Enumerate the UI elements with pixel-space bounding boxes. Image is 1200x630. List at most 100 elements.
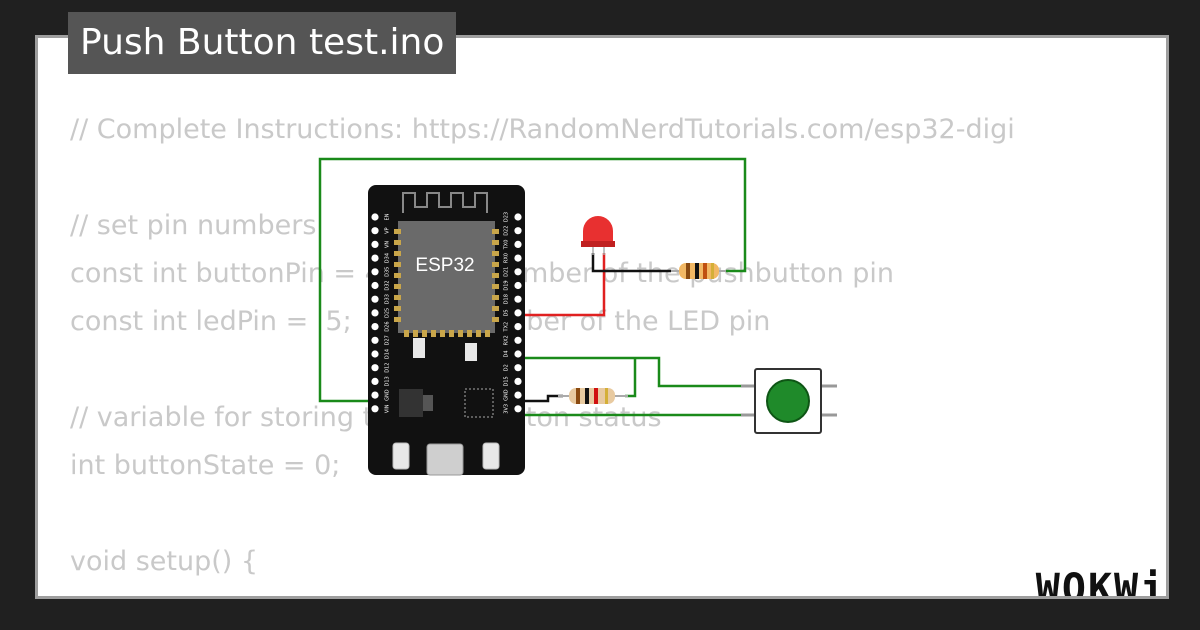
- header-pin[interactable]: [371, 364, 379, 372]
- module-pin: [394, 251, 401, 256]
- esp32-module: [398, 221, 495, 333]
- module-pin: [449, 330, 454, 337]
- module-pin: [394, 284, 401, 289]
- code-line: Serial.begin(115200);: [70, 586, 1015, 596]
- en-button[interactable]: [392, 442, 410, 470]
- header-pin[interactable]: [514, 350, 522, 358]
- header-pin[interactable]: [371, 227, 379, 235]
- header-pin[interactable]: [514, 268, 522, 276]
- header-pin[interactable]: [371, 240, 379, 248]
- project-filename-tab[interactable]: Push Button test.ino: [68, 12, 457, 74]
- wire-d4-to-pulldown: [625, 358, 637, 398]
- button-cap[interactable]: [766, 379, 810, 423]
- module-pin: [440, 330, 445, 337]
- pin-label: 3V3: [504, 404, 510, 414]
- pin-label: RX0: [504, 253, 510, 263]
- pin-label: D26: [385, 321, 391, 331]
- header-pin[interactable]: [371, 295, 379, 303]
- wire-d4-to-button: [518, 356, 755, 388]
- pin-label: D23: [504, 212, 510, 222]
- pin-label: D13: [385, 376, 391, 386]
- antenna-trace: [402, 192, 488, 213]
- module-pin: [458, 330, 463, 337]
- module-pin: [492, 251, 499, 256]
- header-pin[interactable]: [371, 213, 379, 221]
- pin-label: D22: [504, 226, 510, 236]
- pin-label: D4: [504, 350, 510, 357]
- header-pin[interactable]: [371, 268, 379, 276]
- led-resistor[interactable]: [671, 263, 726, 279]
- header-pin[interactable]: [514, 336, 522, 344]
- module-pin: [492, 240, 499, 245]
- header-pin[interactable]: [371, 377, 379, 385]
- module-pin: [492, 262, 499, 267]
- module-pin: [492, 229, 499, 234]
- pin-label: GND: [504, 389, 510, 401]
- header-pin[interactable]: [371, 281, 379, 290]
- pin-label: D35: [385, 267, 391, 277]
- board-header-pins: ENVPVND34D35D32D33D25D26D27D14D12D13GNDV…: [371, 212, 522, 414]
- module-pin: [492, 306, 499, 311]
- header-pin[interactable]: [514, 213, 522, 221]
- header-pin[interactable]: [514, 240, 522, 248]
- header-pin[interactable]: [371, 254, 379, 262]
- regulator-tab: [423, 395, 433, 411]
- module-pin: [394, 306, 401, 311]
- module-pin: [394, 273, 401, 278]
- esp32-board[interactable]: ESP32 ENVPVND34D35D32D33D25D26D27D14D12D…: [368, 185, 525, 476]
- header-pin[interactable]: [371, 405, 379, 413]
- module-pin: [492, 284, 499, 289]
- header-pin[interactable]: [371, 336, 379, 344]
- boot-button[interactable]: [482, 442, 500, 470]
- pin-label: D14: [385, 349, 391, 359]
- red-led[interactable]: [581, 216, 615, 255]
- header-pin[interactable]: [514, 254, 522, 262]
- header-pin[interactable]: [371, 323, 379, 331]
- pin-label: D32: [385, 280, 391, 290]
- header-pin[interactable]: [514, 364, 522, 372]
- module-pin: [394, 262, 401, 267]
- pin-label: D33: [385, 294, 391, 304]
- code-line: int buttonState = 0;: [70, 450, 341, 481]
- module-pin: [431, 330, 436, 337]
- pin-label: TX0: [504, 240, 510, 251]
- module-pin: [422, 330, 427, 337]
- module-pin: [394, 295, 401, 300]
- header-pin[interactable]: [514, 295, 522, 303]
- header-pin[interactable]: [514, 309, 522, 317]
- esp32-label: ESP32: [415, 255, 474, 276]
- pin-label: VP: [385, 227, 391, 233]
- pin-label: D27: [385, 335, 391, 345]
- header-pin[interactable]: [514, 377, 522, 385]
- code-line: void setup() {: [70, 546, 259, 577]
- pin-label: RX2: [504, 335, 510, 345]
- pulldown-resistor[interactable]: [558, 388, 628, 404]
- header-pin[interactable]: [371, 350, 379, 358]
- pin-label: D21: [504, 267, 510, 277]
- module-pin: [394, 229, 401, 234]
- header-pin[interactable]: [514, 391, 522, 399]
- wokwi-logo: WOKWi: [1036, 566, 1164, 596]
- header-pin[interactable]: [514, 405, 522, 413]
- code-line: // set pin numbers: [70, 210, 317, 241]
- header-pin[interactable]: [514, 281, 522, 290]
- module-pin: [394, 240, 401, 245]
- voltage-regulator: [399, 389, 423, 417]
- pin-label: D12: [385, 363, 391, 373]
- push-button[interactable]: [741, 368, 837, 434]
- header-pin[interactable]: [514, 227, 522, 235]
- module-pin: [492, 273, 499, 278]
- module-pin: [394, 317, 401, 322]
- header-pin[interactable]: [371, 309, 379, 317]
- wire-gnd-to-pulldown: [518, 394, 563, 403]
- wire-gnd-to-resistor: [318, 157, 747, 403]
- module-pin-row: [394, 229, 499, 337]
- pin-label: D5: [504, 309, 510, 316]
- pin-label: D34: [385, 253, 391, 263]
- pin-label: D15: [504, 376, 510, 386]
- header-pin[interactable]: [371, 391, 379, 399]
- module-pin: [485, 330, 490, 337]
- module-pin: [492, 295, 499, 300]
- usb-chip: [464, 388, 494, 418]
- header-pin[interactable]: [514, 323, 522, 331]
